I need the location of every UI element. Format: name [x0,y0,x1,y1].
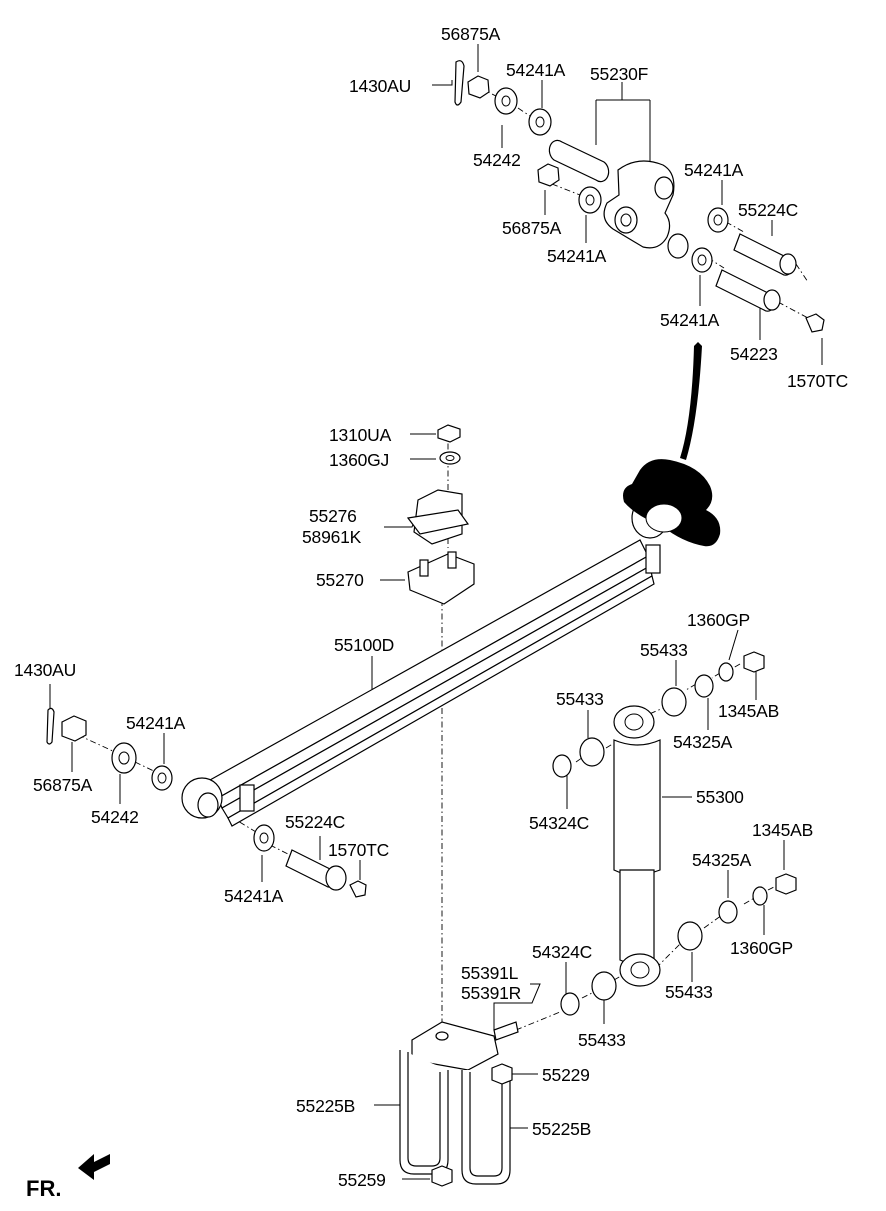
leaf-spring-icon [181,459,721,827]
part-label: 56875A [441,24,501,44]
u-bolt-assembly [399,1021,519,1187]
part-label: 55433 [578,1030,626,1050]
washer-icon [752,886,768,906]
part-label: 1570TC [328,840,389,860]
washer-icon [707,207,729,233]
hex-nut-icon [431,1165,453,1187]
part-label: 1430AU [349,76,411,96]
front-eye-hardware [46,707,367,898]
part-label: 54242 [91,807,139,827]
washer-icon [694,674,714,698]
part-label: 55276 [309,506,357,526]
cotter-pin-icon [454,60,465,106]
washer-icon [560,992,580,1016]
part-label: 55259 [338,1170,386,1190]
shackle-bracket-icon [603,160,675,249]
hex-nut-icon [467,75,490,99]
shock-absorber-icon [552,651,797,1016]
grease-nipple-icon [805,313,825,333]
front-direction-label: FR. [26,1176,61,1201]
washer-icon [578,186,602,214]
part-label: 55225B [296,1096,355,1116]
part-label: 1360GJ [329,450,389,470]
part-label: 1360GP [687,610,750,630]
hex-nut-icon [61,715,87,742]
washer-icon [111,742,137,774]
washer-icon [691,247,713,273]
part-label: 55433 [556,689,604,709]
cotter-pin-icon [46,707,55,745]
part-label: 54223 [730,344,778,364]
part-label: 55230F [590,64,648,84]
part-label: 55391R [461,983,521,1003]
washer-icon [439,451,461,465]
part-label: 54241A [547,246,607,266]
hex-nut-icon [537,163,560,187]
rubber-bushing-icon [677,921,703,951]
bump-stop-assembly [406,424,475,669]
part-label: 55270 [316,570,364,590]
hex-nut-icon [437,424,461,443]
washer-icon [718,662,734,682]
washer-icon [253,824,275,852]
part-labels: 56875A 1430AU 54241A 55230F 54242 54241A… [14,24,848,1190]
part-label: 55300 [696,787,744,807]
part-label: 55229 [542,1065,590,1085]
front-direction-indicator: FR. [26,1154,110,1201]
part-label: 1310UA [329,425,392,445]
hex-nut-icon [775,873,797,895]
washer-icon [552,754,572,778]
part-label: 1570TC [787,371,848,391]
callout-arrow [680,342,702,460]
part-label: 55224C [285,812,345,832]
rubber-bushing-icon [579,737,605,767]
part-label: 54241A [506,60,566,80]
hex-nut-icon [743,651,765,673]
part-label: 55433 [665,982,713,1002]
washer-icon [718,900,738,924]
washer-icon [151,765,173,791]
part-label: 56875A [33,775,93,795]
part-label: 54241A [684,160,744,180]
part-label: 1345AB [718,701,779,721]
part-label: 54325A [692,850,752,870]
part-label: 54241A [224,886,284,906]
washer-icon [494,87,518,115]
part-label: 54241A [126,713,186,733]
rubber-bushing-icon [591,971,617,1001]
stud-icon [493,1021,519,1041]
washer-icon [528,108,552,136]
part-label: 1360GP [730,938,793,958]
part-label: 54325A [673,732,733,752]
part-label: 55224C [738,200,798,220]
part-label: 55391L [461,963,519,983]
part-label: 55100D [334,635,394,655]
part-label: 54324C [532,942,592,962]
part-label: 56875A [502,218,562,238]
part-label: 54242 [473,150,521,170]
spring-pad-icon [407,553,475,605]
leader-lines [49,44,823,1180]
part-label: 58961K [302,527,362,547]
arrow-left-icon [78,1154,110,1180]
part-label: 55433 [640,640,688,660]
bushing-icon [548,139,610,183]
part-label: 1430AU [14,660,76,680]
hex-nut-icon [491,1063,513,1085]
grease-nipple-icon [349,880,367,898]
rubber-bushing-icon [661,687,687,717]
part-label: 54324C [529,813,589,833]
part-label: 55225B [532,1119,591,1139]
part-label: 1345AB [752,820,813,840]
upper-shackle-assembly [454,60,825,333]
shackle-highlight-icon [623,459,721,547]
part-label: 54241A [660,310,720,330]
